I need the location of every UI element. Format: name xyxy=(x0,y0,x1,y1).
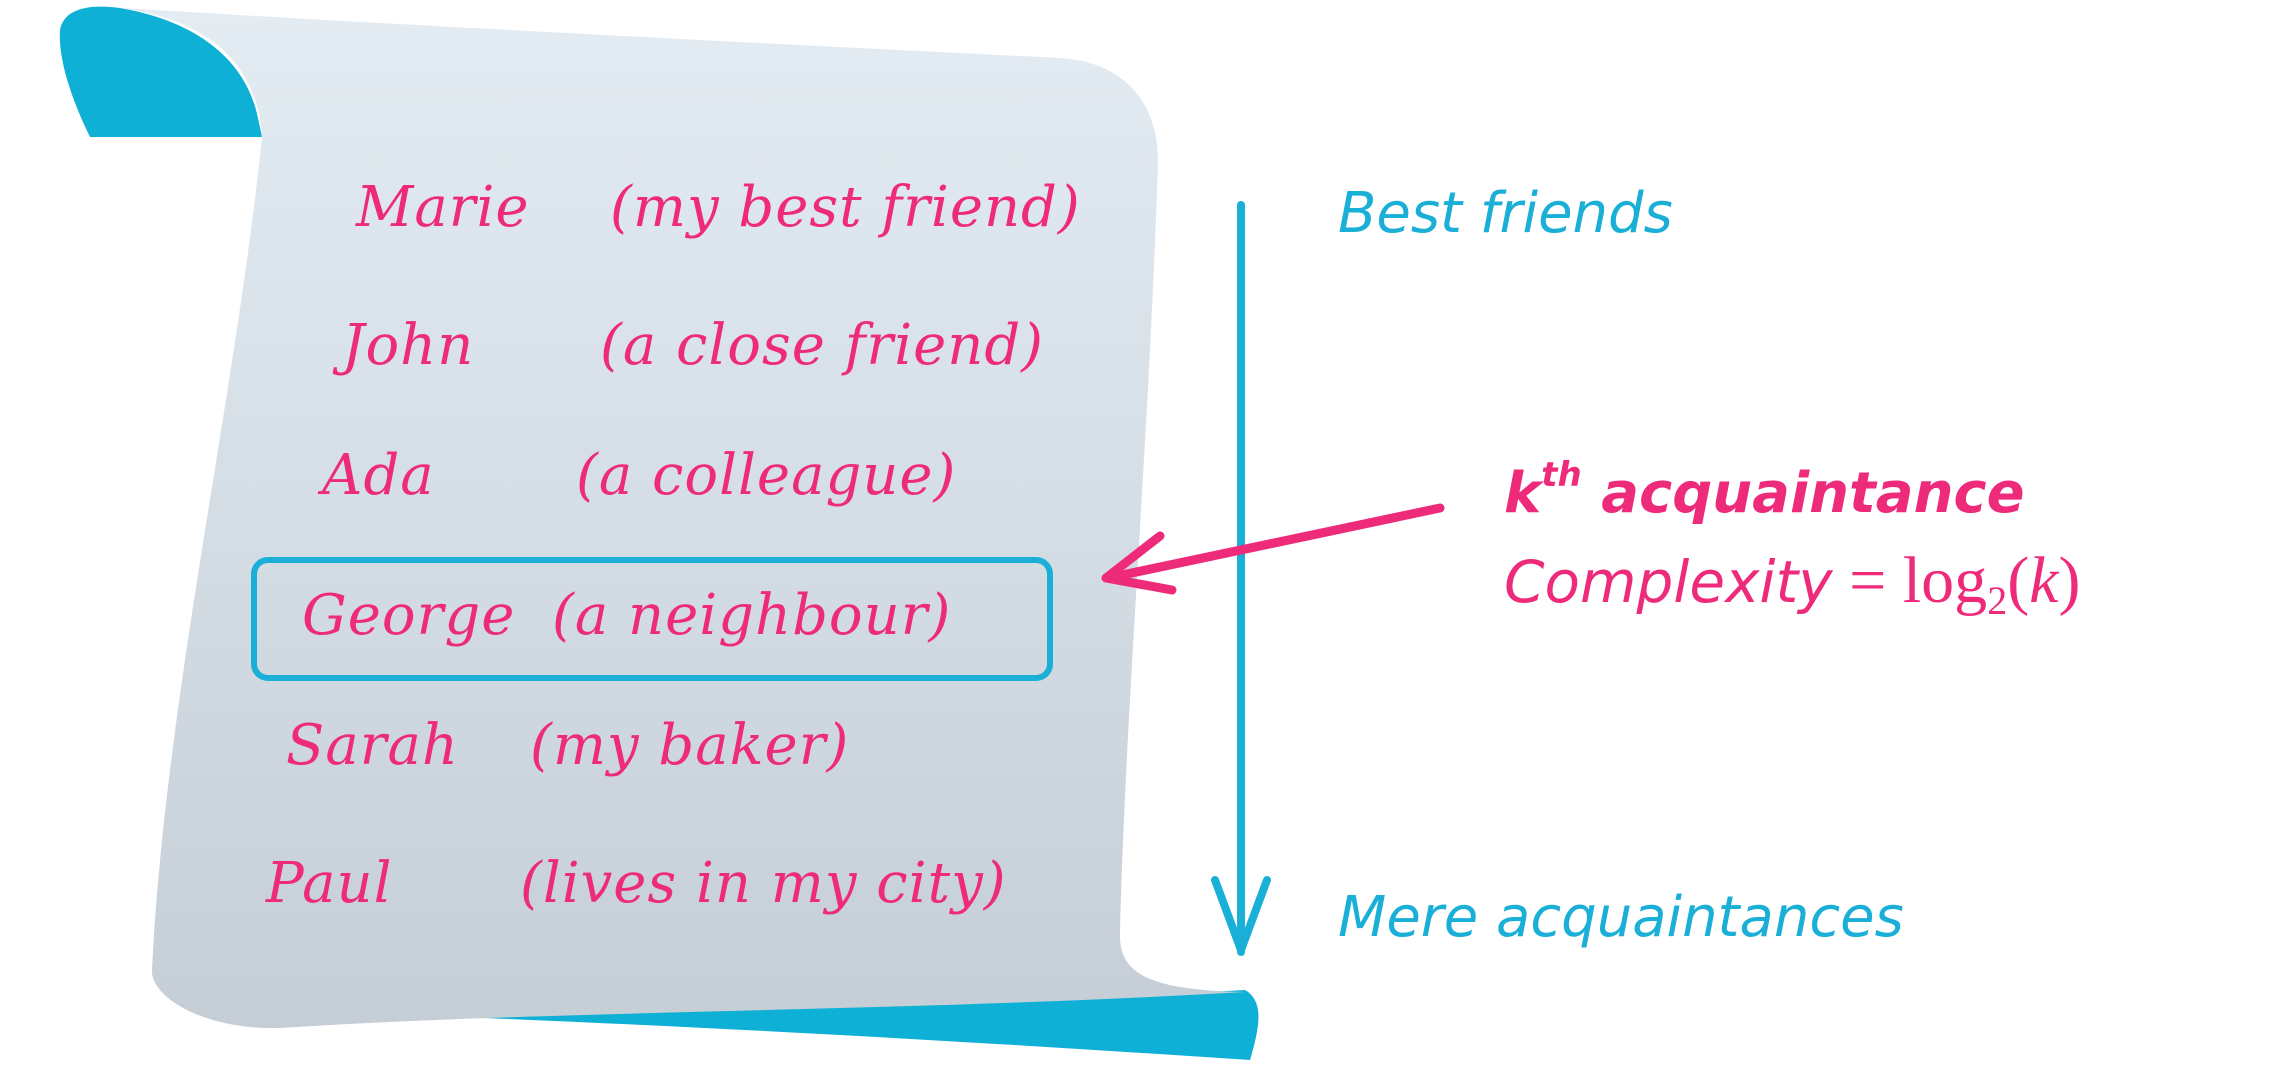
list-item-highlighted: George (a neighbour) xyxy=(302,583,950,648)
complexity-word: Complexity xyxy=(1504,548,1833,616)
list-item: Marie (my best friend) xyxy=(356,175,1080,240)
list-item: Paul (lives in my city) xyxy=(266,851,1006,916)
entry-description: (my baker) xyxy=(530,713,850,778)
kth-rest: acquaintance xyxy=(1581,461,2025,526)
entry-name: John xyxy=(342,313,475,378)
entry-name: Ada xyxy=(322,443,435,508)
entry-name: Marie xyxy=(356,175,530,240)
entry-name: George xyxy=(302,583,516,648)
scroll-paper xyxy=(120,8,1245,1029)
kth-acquaintance-label: kth acquaintance xyxy=(1504,458,2025,522)
paren-open: ( xyxy=(2007,544,2030,617)
down-arrow-icon xyxy=(1211,201,1271,956)
variable-k: k xyxy=(2029,544,2059,617)
entry-description: (my best friend) xyxy=(610,175,1081,240)
list-item: Ada (a colleague) xyxy=(322,443,955,508)
entry-name: Sarah xyxy=(286,713,459,778)
axis-bottom-label: Mere acquaintances xyxy=(1338,885,1904,950)
log-base: 2 xyxy=(1987,578,2008,623)
equals-sign: = xyxy=(1832,544,1903,617)
entry-description: (lives in my city) xyxy=(520,851,1007,916)
axis-top-label: Best friends xyxy=(1338,181,1673,246)
entry-description: (a colleague) xyxy=(576,443,957,508)
kth-k: k xyxy=(1504,461,1542,526)
kth-superscript: th xyxy=(1541,455,1582,495)
entry-name: Paul xyxy=(266,851,393,916)
list-item: Sarah (my baker) xyxy=(286,713,848,778)
paren-close: ) xyxy=(2058,544,2081,617)
complexity-formula: Complexity = log2(k) xyxy=(1504,548,2080,621)
highlight-box xyxy=(251,557,1053,681)
scroll-top-curl xyxy=(59,6,262,137)
list-item: John (a close friend) xyxy=(342,313,1043,378)
entry-description: (a neighbour) xyxy=(552,583,952,648)
left-arrow-icon xyxy=(1101,503,1445,595)
log-function: log2(k) xyxy=(1902,544,2081,621)
entry-description: (a close friend) xyxy=(600,313,1045,378)
log-text: log xyxy=(1902,544,1988,617)
